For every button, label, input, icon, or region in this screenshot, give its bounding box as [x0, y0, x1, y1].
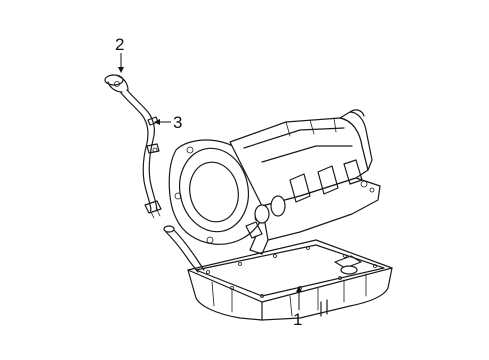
callout-1-label: 1: [293, 310, 302, 329]
transmission-case: [168, 109, 381, 255]
oil-pan: [187, 239, 393, 321]
callout-3: 3: [154, 113, 182, 132]
callout-2: 2: [115, 35, 124, 73]
callout-1: 1: [293, 286, 302, 329]
callout-2-label: 2: [115, 35, 124, 54]
filler-pipe: [163, 225, 205, 273]
callout-3-label: 3: [173, 113, 182, 132]
dipstick-tube: [120, 89, 162, 219]
dipstick-cap: [104, 74, 129, 93]
